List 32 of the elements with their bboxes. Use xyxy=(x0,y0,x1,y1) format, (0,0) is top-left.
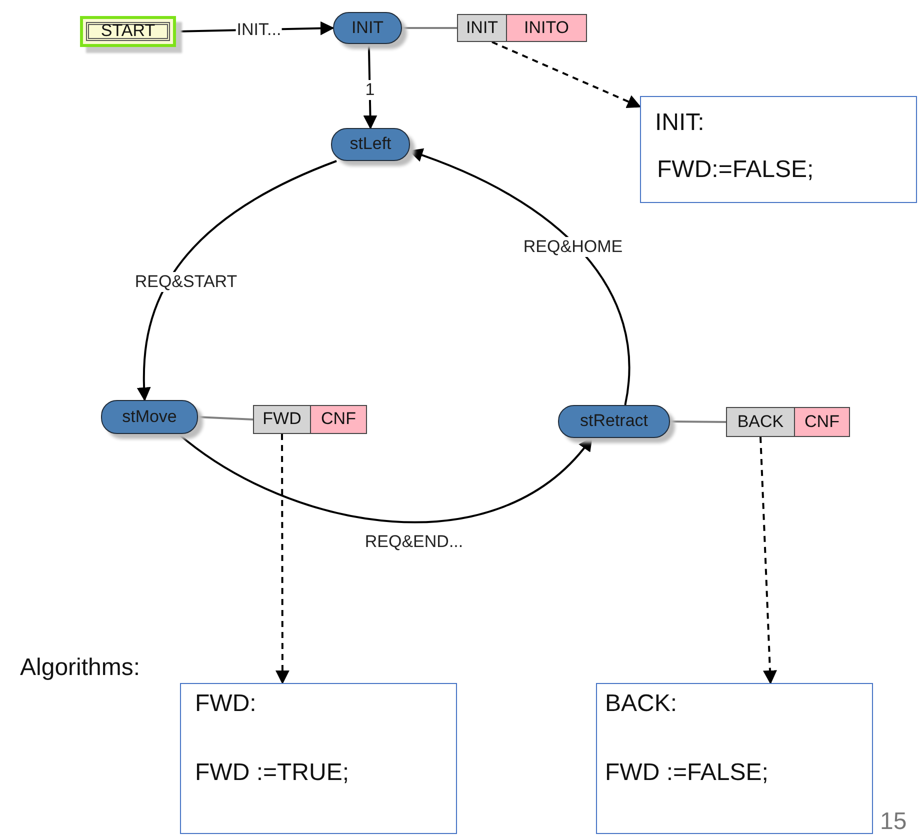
connector-line xyxy=(670,420,726,423)
code-line: FWD :=FALSE; xyxy=(605,758,768,788)
code-heading: FWD: xyxy=(195,690,256,719)
code-line: FWD :=TRUE; xyxy=(195,758,349,788)
note-text: Algorithms: xyxy=(20,654,140,682)
transition-arrow xyxy=(408,148,630,406)
connector-line xyxy=(198,416,254,420)
edge-label: REQ&END... xyxy=(364,532,464,552)
dashed-arrow xyxy=(760,436,777,684)
state-node: stMove xyxy=(101,400,198,434)
code-heading: INIT: xyxy=(655,109,704,138)
edge-label: REQ&HOME xyxy=(522,237,624,257)
algorithm-cell: FWD xyxy=(253,405,311,434)
dashed-arrow xyxy=(492,41,642,108)
state-node: INIT xyxy=(333,12,402,44)
algorithm-cell: BACK xyxy=(726,407,795,437)
edge-label: 1 xyxy=(364,80,376,100)
dashed-arrow xyxy=(275,434,290,684)
connector-line xyxy=(402,27,457,29)
event-cell: CNF xyxy=(311,405,367,434)
transition-arrow xyxy=(178,433,592,523)
transition-arrow xyxy=(137,160,337,402)
page-number: 15 xyxy=(880,808,907,835)
algorithm-cell: INIT xyxy=(457,14,507,42)
start-box: START xyxy=(80,16,176,47)
state-node: stLeft xyxy=(331,128,410,161)
code-line: FWD:=FALSE; xyxy=(657,156,814,185)
event-cell: INITO xyxy=(507,14,587,42)
code-heading: BACK: xyxy=(605,690,678,719)
edge-label: REQ&START xyxy=(134,272,238,292)
state-node: stRetract xyxy=(558,405,670,438)
event-cell: CNF xyxy=(795,407,850,437)
